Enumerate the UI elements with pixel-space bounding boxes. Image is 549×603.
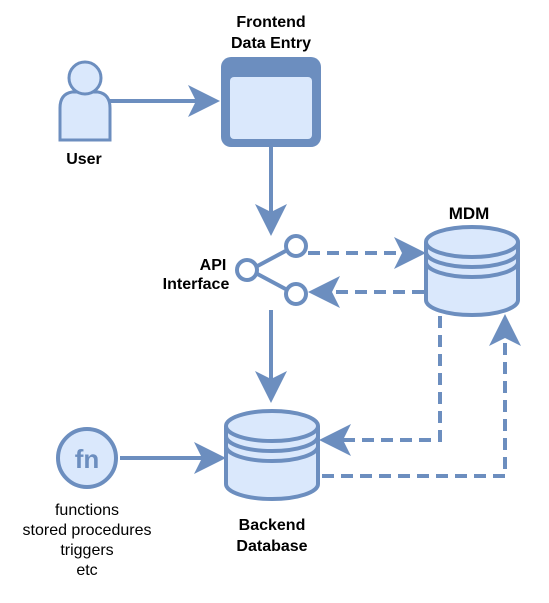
browser-window-icon (221, 57, 321, 147)
frontend-label-line2: Data Entry (231, 35, 311, 52)
backend-node: Backend Database (224, 409, 320, 555)
functions-caption-line: etc (76, 562, 97, 579)
connectors (108, 85, 521, 478)
database-cylinder-icon (224, 409, 320, 501)
backend-label-line1: Backend (239, 517, 306, 534)
functions-caption-line: functions (55, 502, 119, 519)
share-icon (235, 234, 308, 306)
frontend-label-line1: Frontend (236, 14, 305, 31)
database-cylinder-icon (424, 225, 520, 317)
function-icon-text: fn (75, 444, 100, 474)
functions-caption-line: triggers (60, 542, 113, 559)
user-icon (58, 60, 112, 142)
backend-label-line2: Database (236, 538, 307, 555)
api-label-line1: API (200, 257, 227, 274)
edge-backend-to-mdm (322, 314, 521, 478)
api-node: API Interface (163, 234, 308, 306)
frontend-node: Frontend Data Entry (221, 14, 321, 147)
function-icon: fn (56, 427, 118, 489)
functions-node: fn functions stored procedures triggers … (23, 427, 152, 579)
edge-mdm-to-backend (319, 316, 442, 456)
mdm-node: MDM (424, 204, 520, 317)
user-label: User (66, 151, 102, 168)
user-node: User (58, 60, 112, 168)
mdm-label: MDM (449, 204, 490, 223)
api-label-line2: Interface (163, 276, 230, 293)
functions-caption-line: stored procedures (23, 522, 152, 539)
